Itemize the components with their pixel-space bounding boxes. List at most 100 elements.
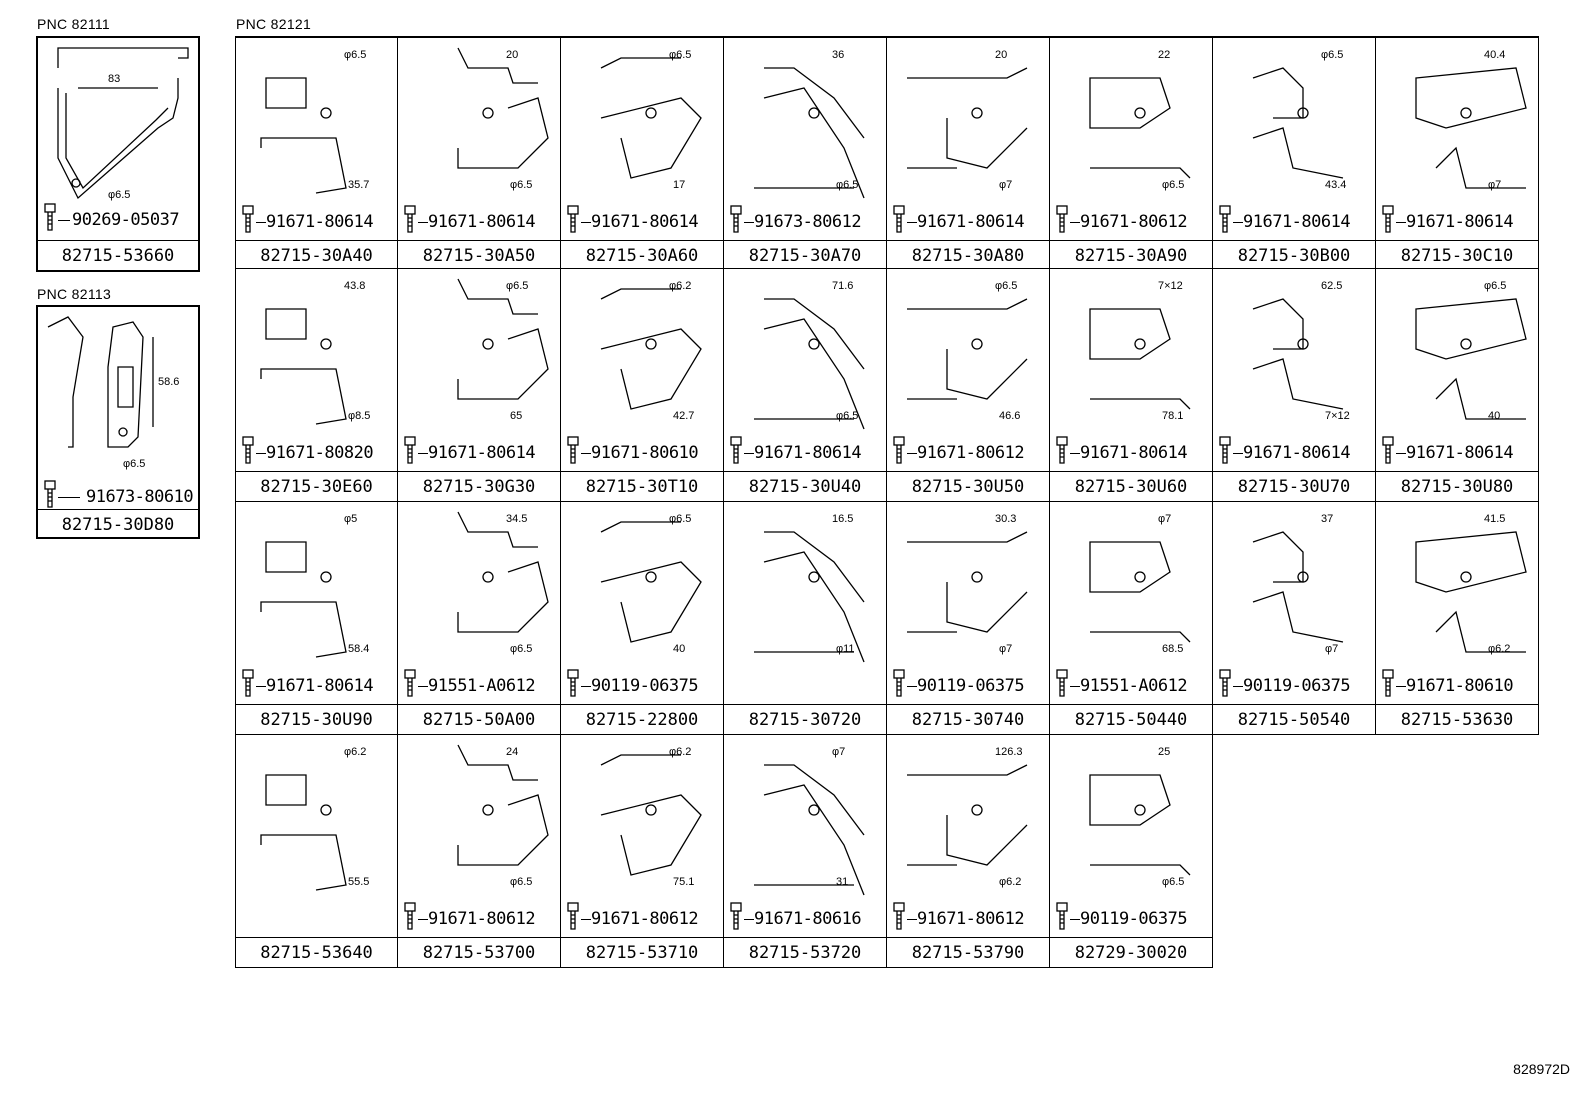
leader-line	[1233, 686, 1243, 687]
bracket-outline	[1089, 77, 1191, 179]
bolt-icon	[1056, 205, 1068, 233]
dimension-label: φ6.5	[510, 876, 532, 888]
dimension-label: 75.1	[673, 876, 694, 888]
fastener-number: 91671-80614	[428, 443, 536, 463]
part-number: 82715-30720	[724, 704, 886, 735]
mounting-hole	[1297, 571, 1309, 583]
dimension-label: φ6.5	[510, 643, 532, 655]
bracket-outline	[1089, 774, 1191, 876]
leader-line	[1070, 453, 1080, 454]
dimension-label: 41.5	[1484, 513, 1505, 525]
dimension-label: φ6.5	[836, 410, 858, 422]
bracket-outline	[1252, 67, 1344, 179]
fastener-number: 91671-80614	[1406, 443, 1514, 463]
leader-line	[1070, 919, 1080, 920]
part-number: 82715-30A70	[724, 240, 886, 271]
dimension-label: 40	[1488, 410, 1500, 422]
part-number: 82715-30A60	[561, 240, 723, 271]
dimension-label: φ7	[1325, 643, 1338, 655]
dimension-label: φ6.5	[344, 49, 366, 61]
pnc-label-82111: PNC 82111	[37, 16, 111, 32]
part-number: 82715-30U70	[1213, 471, 1375, 502]
dimension-label: φ8.5	[348, 410, 370, 422]
dimension-label: φ7	[1488, 179, 1501, 191]
dimension-label: 20	[506, 49, 518, 61]
dimension-label: φ6.5	[1162, 179, 1184, 191]
mounting-hole	[645, 338, 657, 350]
bracket-drawing: φ6.275.1	[600, 746, 702, 888]
dimension-label: 17	[673, 179, 685, 191]
mounting-hole	[971, 804, 983, 816]
bracket-drawing: 62.57×12	[1252, 280, 1350, 422]
dimension-label: φ7	[1158, 513, 1171, 525]
part-number: 82715-50540	[1213, 704, 1375, 735]
dimension-label: φ11	[836, 643, 855, 655]
part-number: 82715-30C10	[1376, 240, 1538, 271]
bracket-outline	[907, 531, 1028, 633]
fastener-number: 91673-80610	[86, 487, 194, 507]
leader-line	[907, 686, 917, 687]
mounting-hole	[320, 107, 332, 119]
bracket-drawing: φ6.242.7	[600, 280, 702, 422]
dimension-label: 55.5	[348, 876, 369, 888]
dim-hole: φ6.5	[123, 458, 145, 470]
part-number: 82715-53660	[38, 240, 198, 271]
leader-line	[256, 453, 266, 454]
fastener-number: 91551-A0612	[1080, 676, 1188, 696]
mounting-hole	[971, 338, 983, 350]
dimension-label: 20	[995, 49, 1007, 61]
fastener-number: 91671-80614	[1243, 443, 1351, 463]
dimension-label: 65	[510, 410, 522, 422]
bracket-outline	[907, 764, 1028, 866]
bracket-outline	[600, 754, 702, 876]
leader-line	[907, 453, 917, 454]
fastener-number: 91671-80612	[591, 909, 699, 929]
leader-line	[418, 453, 428, 454]
dimension-label: 78.1	[1162, 410, 1183, 422]
bolt-icon	[44, 203, 56, 231]
bracket-drawing: 30.3φ7	[907, 513, 1028, 655]
dimension-label: 40	[673, 643, 685, 655]
leader-line	[1233, 453, 1243, 454]
mounting-hole	[482, 107, 494, 119]
part-number: 82715-53790	[887, 937, 1049, 968]
dimension-label: φ6.2	[669, 280, 691, 292]
part-number: 82715-30T10	[561, 471, 723, 502]
bolt-icon	[1219, 205, 1231, 233]
fastener-number: 91671-80612	[428, 909, 536, 929]
bolt-icon	[1382, 436, 1394, 464]
leader-line	[907, 919, 917, 920]
fastener-number: 90269-05037	[72, 210, 180, 230]
part-number: 82715-53710	[561, 937, 723, 968]
bracket-outline	[457, 511, 549, 633]
dim-83: 83	[108, 73, 120, 85]
bracket-drawing: 41.5φ6.2	[1415, 513, 1527, 655]
bracket-drawing: 43.8φ8.5	[260, 280, 370, 425]
dimension-label: 7×12	[1325, 410, 1350, 422]
part-number: 82715-30A50	[398, 240, 560, 271]
leader-line	[744, 222, 754, 223]
bracket-outline	[260, 77, 347, 194]
fastener-number: 90119-06375	[1080, 909, 1188, 929]
bolt-icon	[1382, 205, 1394, 233]
leader-line	[1396, 686, 1406, 687]
fastener-number: 91671-80614	[266, 212, 374, 232]
part-number: 82715-30U50	[887, 471, 1049, 502]
mounting-hole	[1134, 804, 1146, 816]
reference-code: 828972D	[1513, 1061, 1570, 1077]
